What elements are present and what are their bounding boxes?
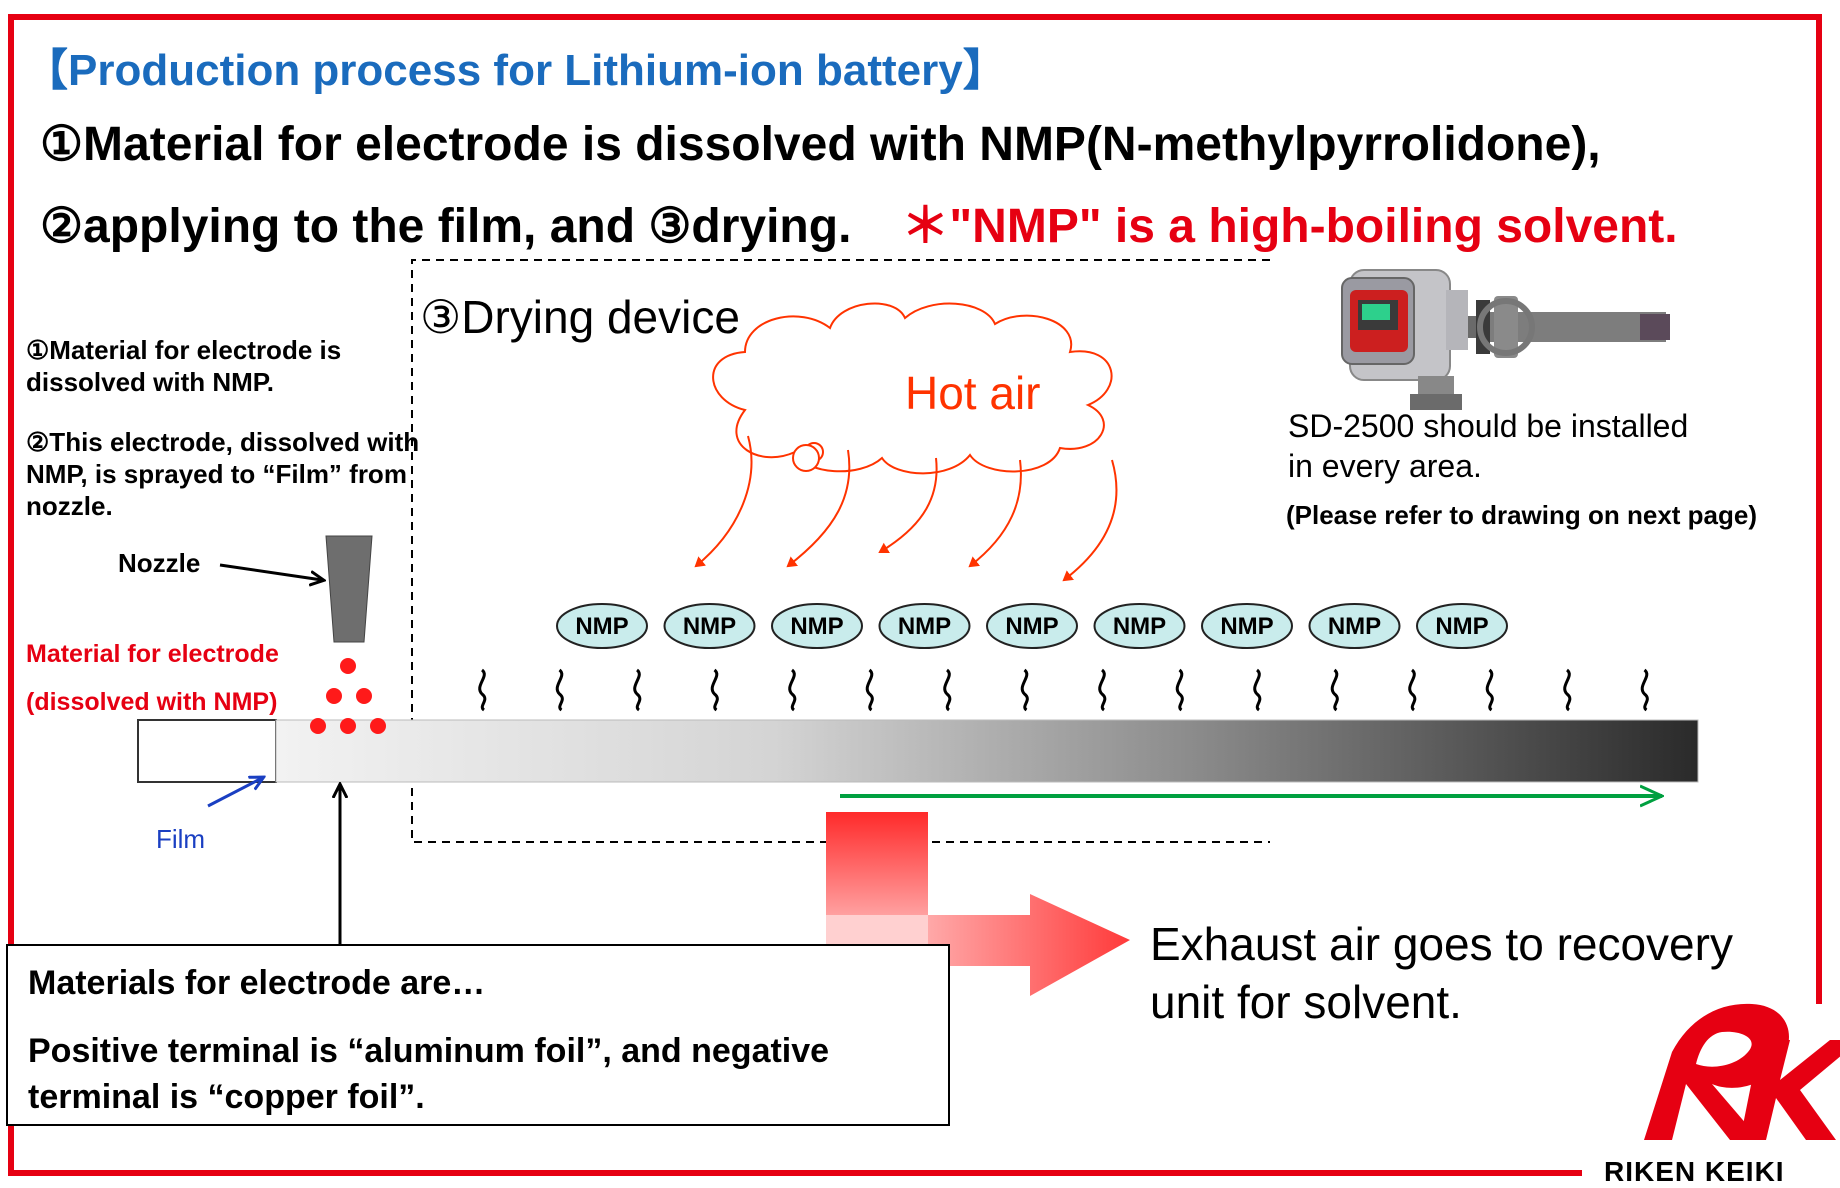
film-label: Film [156, 824, 206, 854]
hot-air-cloud [712, 302, 1113, 475]
nmp-molecule: NMP [771, 603, 863, 649]
nmp-label: NMP [1220, 613, 1273, 640]
nmp-label: NMP [575, 613, 628, 640]
material-label-line-1: Material for electrode [26, 640, 279, 668]
nmp-molecule: NMP [1308, 603, 1401, 649]
materials-detail: Positive terminal is “aluminum foil”, an… [28, 1032, 830, 1116]
riken-keiki-logo-icon [1644, 1003, 1840, 1140]
sensor-note-line-2: in every area. [1288, 448, 1482, 484]
nmp-label: NMP [683, 613, 736, 640]
headline-steps: ②applying to the film, and ③drying. [40, 200, 852, 253]
vapor-wiggles [478, 668, 1649, 712]
nozzle-shape [325, 535, 373, 643]
nozzle-pointer-arrow [219, 563, 322, 580]
vapor-wiggle [710, 668, 719, 712]
nmp-molecule: NMP [1093, 603, 1186, 649]
vapor-wiggle [633, 668, 642, 712]
vapor-wiggle [865, 668, 874, 712]
vapor-wiggle [1175, 668, 1184, 712]
vapor-wiggle [1485, 668, 1494, 712]
nmp-label: NMP [1328, 613, 1381, 640]
page-title: 【Production process for Lithium-ion batt… [24, 46, 1007, 95]
film-pointer-arrow [207, 778, 262, 808]
nmp-label: NMP [1435, 613, 1488, 640]
vapor-wiggle [788, 668, 797, 712]
vapor-wiggle [1640, 668, 1649, 712]
nmp-label: NMP [1005, 613, 1058, 640]
sensor-reference-note: (Please refer to drawing on next page) [1286, 500, 1757, 530]
headline-line-1: ①Material for electrode is dissolved wit… [40, 118, 1601, 171]
hot-air-label: Hot air [905, 367, 1041, 419]
vapor-wiggle [1253, 668, 1262, 712]
film-coated [275, 719, 1699, 783]
materials-heading: Materials for electrode are… [28, 964, 486, 1002]
nmp-molecule: NMP [663, 603, 756, 649]
electrode-materials-box: Materials for electrode are… Positive te… [6, 944, 950, 1126]
nmp-molecule: NMP [556, 603, 648, 649]
nmp-molecule: NMP [1416, 603, 1508, 649]
material-label-line-2: (dissolved with NMP) [26, 688, 278, 716]
drying-device-label: ③Drying device [420, 291, 740, 343]
nmp-label: NMP [1113, 613, 1166, 640]
vapor-wiggle [943, 668, 952, 712]
film-blank [137, 719, 277, 783]
sd-2500-sensor-image [1341, 269, 1670, 410]
nmp-solvent-note: ＊"NMP" is a high-boiling solvent. [901, 200, 1678, 253]
exhaust-note: Exhaust air goes to recovery unit for so… [1150, 918, 1733, 1028]
frame-right-edge [1816, 14, 1822, 1004]
nmp-molecules: NMP NMP NMP NMP NMP NMP NMP NMP NMP [556, 603, 1508, 649]
sensor-note-line-1: SD-2500 should be installed [1288, 408, 1689, 444]
step-1-note: ①Material for electrode is dissolved wit… [26, 335, 342, 397]
nozzle-label: Nozzle [118, 548, 201, 578]
vapor-wiggle [1408, 668, 1417, 712]
hot-air-arrows [694, 435, 1118, 582]
company-logo-text: RIKEN KEIKI [1604, 1156, 1785, 1187]
vapor-wiggle [478, 668, 487, 712]
vapor-wiggle [1563, 668, 1572, 712]
nmp-molecule: NMP [1201, 603, 1293, 649]
cloud-tail-bubbles [792, 442, 824, 472]
vapor-wiggle [555, 668, 564, 712]
nmp-molecule: NMP [878, 603, 971, 649]
vapor-wiggle [1098, 668, 1107, 712]
nmp-label: NMP [790, 613, 843, 640]
nmp-label: NMP [898, 613, 951, 640]
step-2-note: ②This electrode, dissolved with NMP, is … [26, 427, 420, 521]
headline-line-2: ②applying to the film, and ③drying. ＊"NMP… [40, 186, 1678, 256]
frame-bottom-edge [8, 1170, 1582, 1176]
nmp-molecule: NMP [986, 603, 1078, 649]
material-droplets [310, 658, 386, 734]
vapor-wiggle [1020, 668, 1029, 712]
vapor-wiggle [1330, 668, 1339, 712]
